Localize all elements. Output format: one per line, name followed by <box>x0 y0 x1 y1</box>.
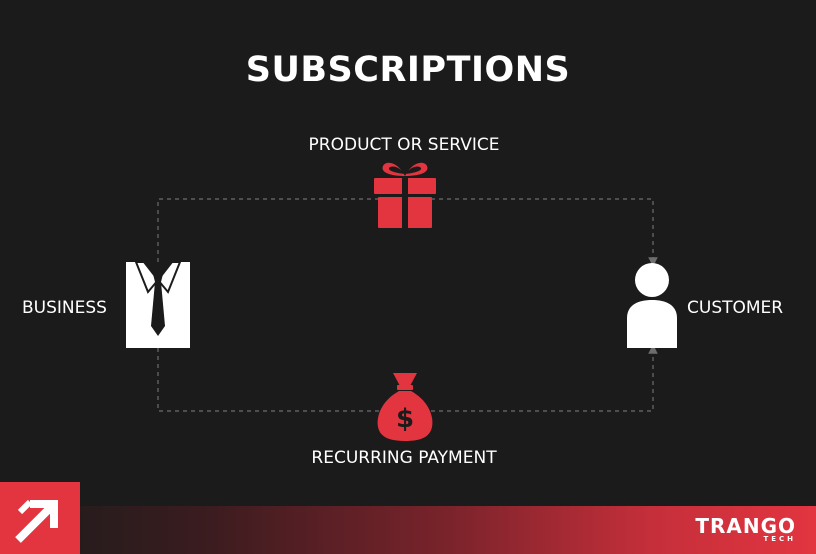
money-bag-icon: $ <box>375 371 435 441</box>
customer-label: CUSTOMER <box>687 298 784 318</box>
recurring-payment-label: RECURRING PAYMENT <box>311 448 497 468</box>
page-title: SUBSCRIPTIONS <box>245 50 571 90</box>
footer-bar <box>0 506 816 554</box>
person-icon <box>624 262 680 348</box>
gift-icon <box>372 158 438 228</box>
shirt-tie-icon <box>126 261 190 348</box>
business-label: BUSINESS <box>22 298 107 318</box>
product-or-service-label: PRODUCT OR SERVICE <box>308 135 500 155</box>
brand-name: TRANGO <box>695 514 796 538</box>
svg-text:$: $ <box>396 404 414 434</box>
brand-subtitle: TECH <box>763 535 796 543</box>
brand-logo-mark <box>0 482 80 554</box>
brand-arrow-icon <box>15 499 58 543</box>
